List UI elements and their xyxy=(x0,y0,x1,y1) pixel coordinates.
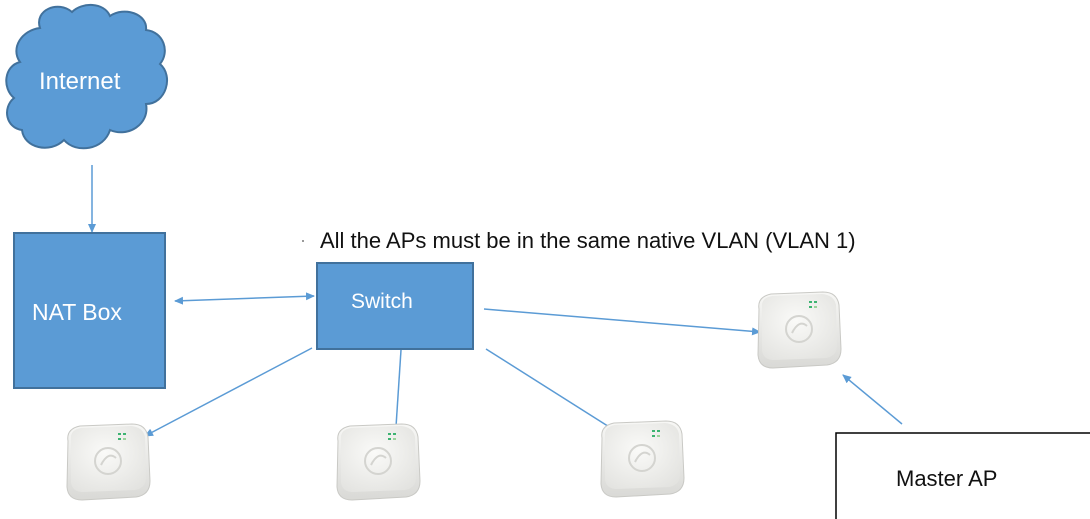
arrow-switch-to-ap-right xyxy=(483,308,761,336)
arrow-master-to-ap-right xyxy=(842,374,903,425)
internet-label: Internet xyxy=(39,68,121,95)
internet-cloud xyxy=(5,4,169,150)
arrow-nat-switch xyxy=(174,292,315,305)
access-point-1 xyxy=(66,423,151,501)
note-dot xyxy=(302,240,304,242)
nat-box xyxy=(13,232,166,389)
access-point-3 xyxy=(600,420,685,498)
master-ap-box xyxy=(835,432,1090,519)
nat-box-label: NAT Box xyxy=(32,299,122,325)
access-point-2 xyxy=(336,423,421,501)
access-point-right xyxy=(757,291,842,369)
vlan-note: All the APs must be in the same native V… xyxy=(320,228,856,253)
master-ap-label: Master AP xyxy=(896,466,998,491)
switch-box xyxy=(316,262,474,350)
arrow-switch-to-ap-1 xyxy=(144,347,313,437)
switch-label: Switch xyxy=(351,290,413,313)
